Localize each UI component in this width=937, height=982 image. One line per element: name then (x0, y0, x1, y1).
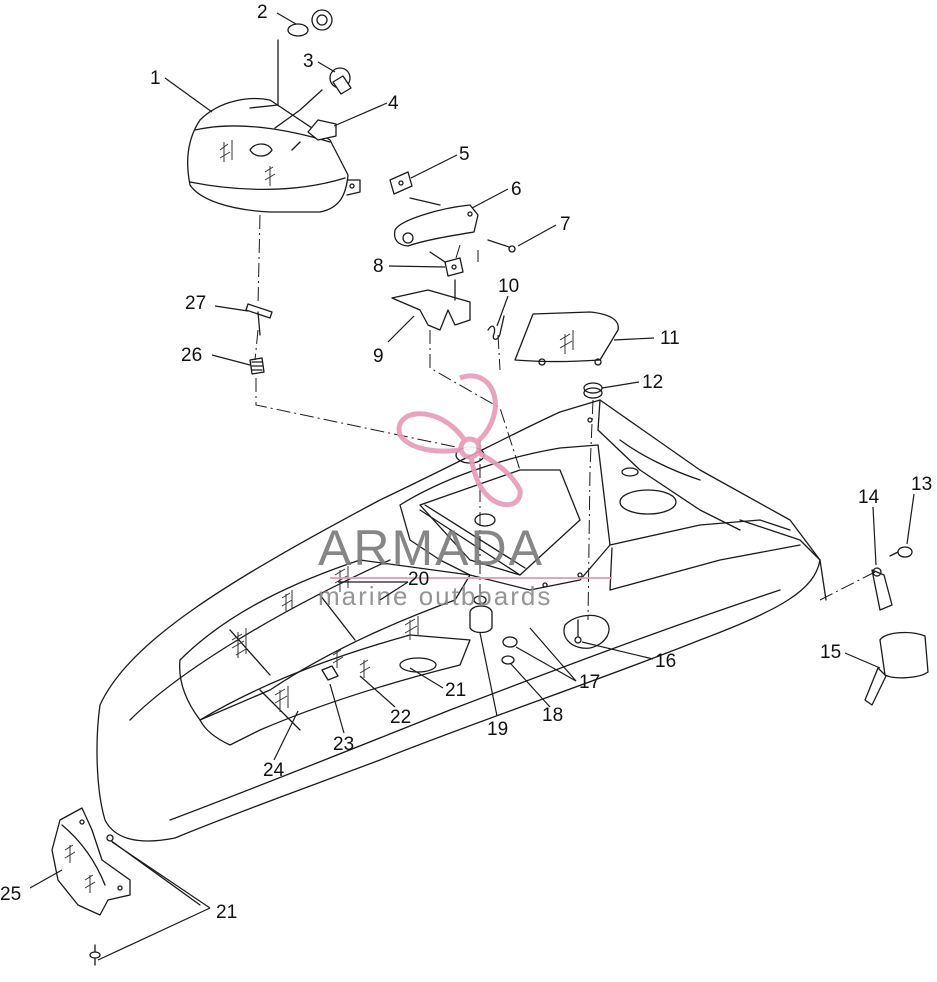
pad-5 (389, 171, 413, 195)
callout-14: 14 (858, 487, 880, 508)
callout-20: 20 (408, 569, 429, 590)
propeller-logo (396, 373, 523, 508)
watermark-tagline: marine outboards (318, 581, 552, 611)
windscreen-part (187, 97, 361, 213)
callout-6: 6 (511, 179, 522, 200)
callout-1: 1 (150, 68, 161, 89)
callout-18: 18 (542, 705, 563, 726)
callout-26: 26 (181, 345, 202, 366)
callout-13: 13 (911, 474, 932, 495)
spring-10 (487, 315, 505, 340)
clip-4 (291, 119, 337, 151)
bracket-9 (391, 279, 471, 331)
callout-7: 7 (560, 214, 571, 235)
mount-plate-6 (393, 197, 479, 247)
callout-10: 10 (498, 276, 519, 297)
callout-23: 23 (333, 734, 354, 755)
fitting-19 (469, 595, 493, 634)
cap-13 (889, 546, 913, 558)
washer-17 (502, 636, 518, 648)
callout-4: 4 (388, 93, 399, 114)
callout-8: 8 (373, 256, 384, 277)
callout-25: 25 (0, 884, 21, 905)
watermark: ARMADA marine outboards (318, 373, 612, 611)
bulb-socket-2 (249, 9, 333, 109)
bulb-3 (274, 67, 352, 129)
callout-15: 15 (820, 642, 841, 663)
lens-11 (514, 311, 619, 366)
mirror-mount-14 (871, 567, 893, 611)
callout-16: 16 (655, 651, 676, 672)
spring-clip-26 (249, 357, 265, 375)
callout-labels: 1 2 3 4 5 6 7 8 9 10 11 12 13 14 15 16 1… (0, 2, 932, 923)
nut-18 (501, 655, 515, 665)
callout-17: 17 (579, 672, 600, 693)
bolt-16 (574, 619, 582, 644)
callout-22: 22 (390, 707, 411, 728)
mirror-15 (864, 631, 929, 706)
hull-body (96, 399, 827, 842)
callout-27: 27 (185, 293, 206, 314)
grommet-12 (583, 382, 603, 399)
watermark-brand: ARMADA (318, 520, 544, 576)
callout-5: 5 (459, 144, 470, 165)
bumper-25 (51, 807, 201, 916)
pad-8 (429, 251, 464, 277)
callout-24: 24 (263, 760, 285, 781)
leader-lines (29, 12, 915, 961)
callout-3: 3 (303, 51, 314, 72)
callout-21-upper: 21 (445, 680, 466, 701)
screw-21-lower (89, 944, 101, 966)
fastener-27 (245, 303, 273, 336)
callout-2: 2 (257, 2, 268, 23)
callout-21-lower: 21 (216, 902, 237, 923)
screw-7 (487, 239, 516, 253)
callout-19: 19 (487, 719, 508, 740)
callout-9: 9 (373, 346, 384, 367)
callout-12: 12 (642, 372, 663, 393)
callout-11: 11 (660, 328, 680, 349)
